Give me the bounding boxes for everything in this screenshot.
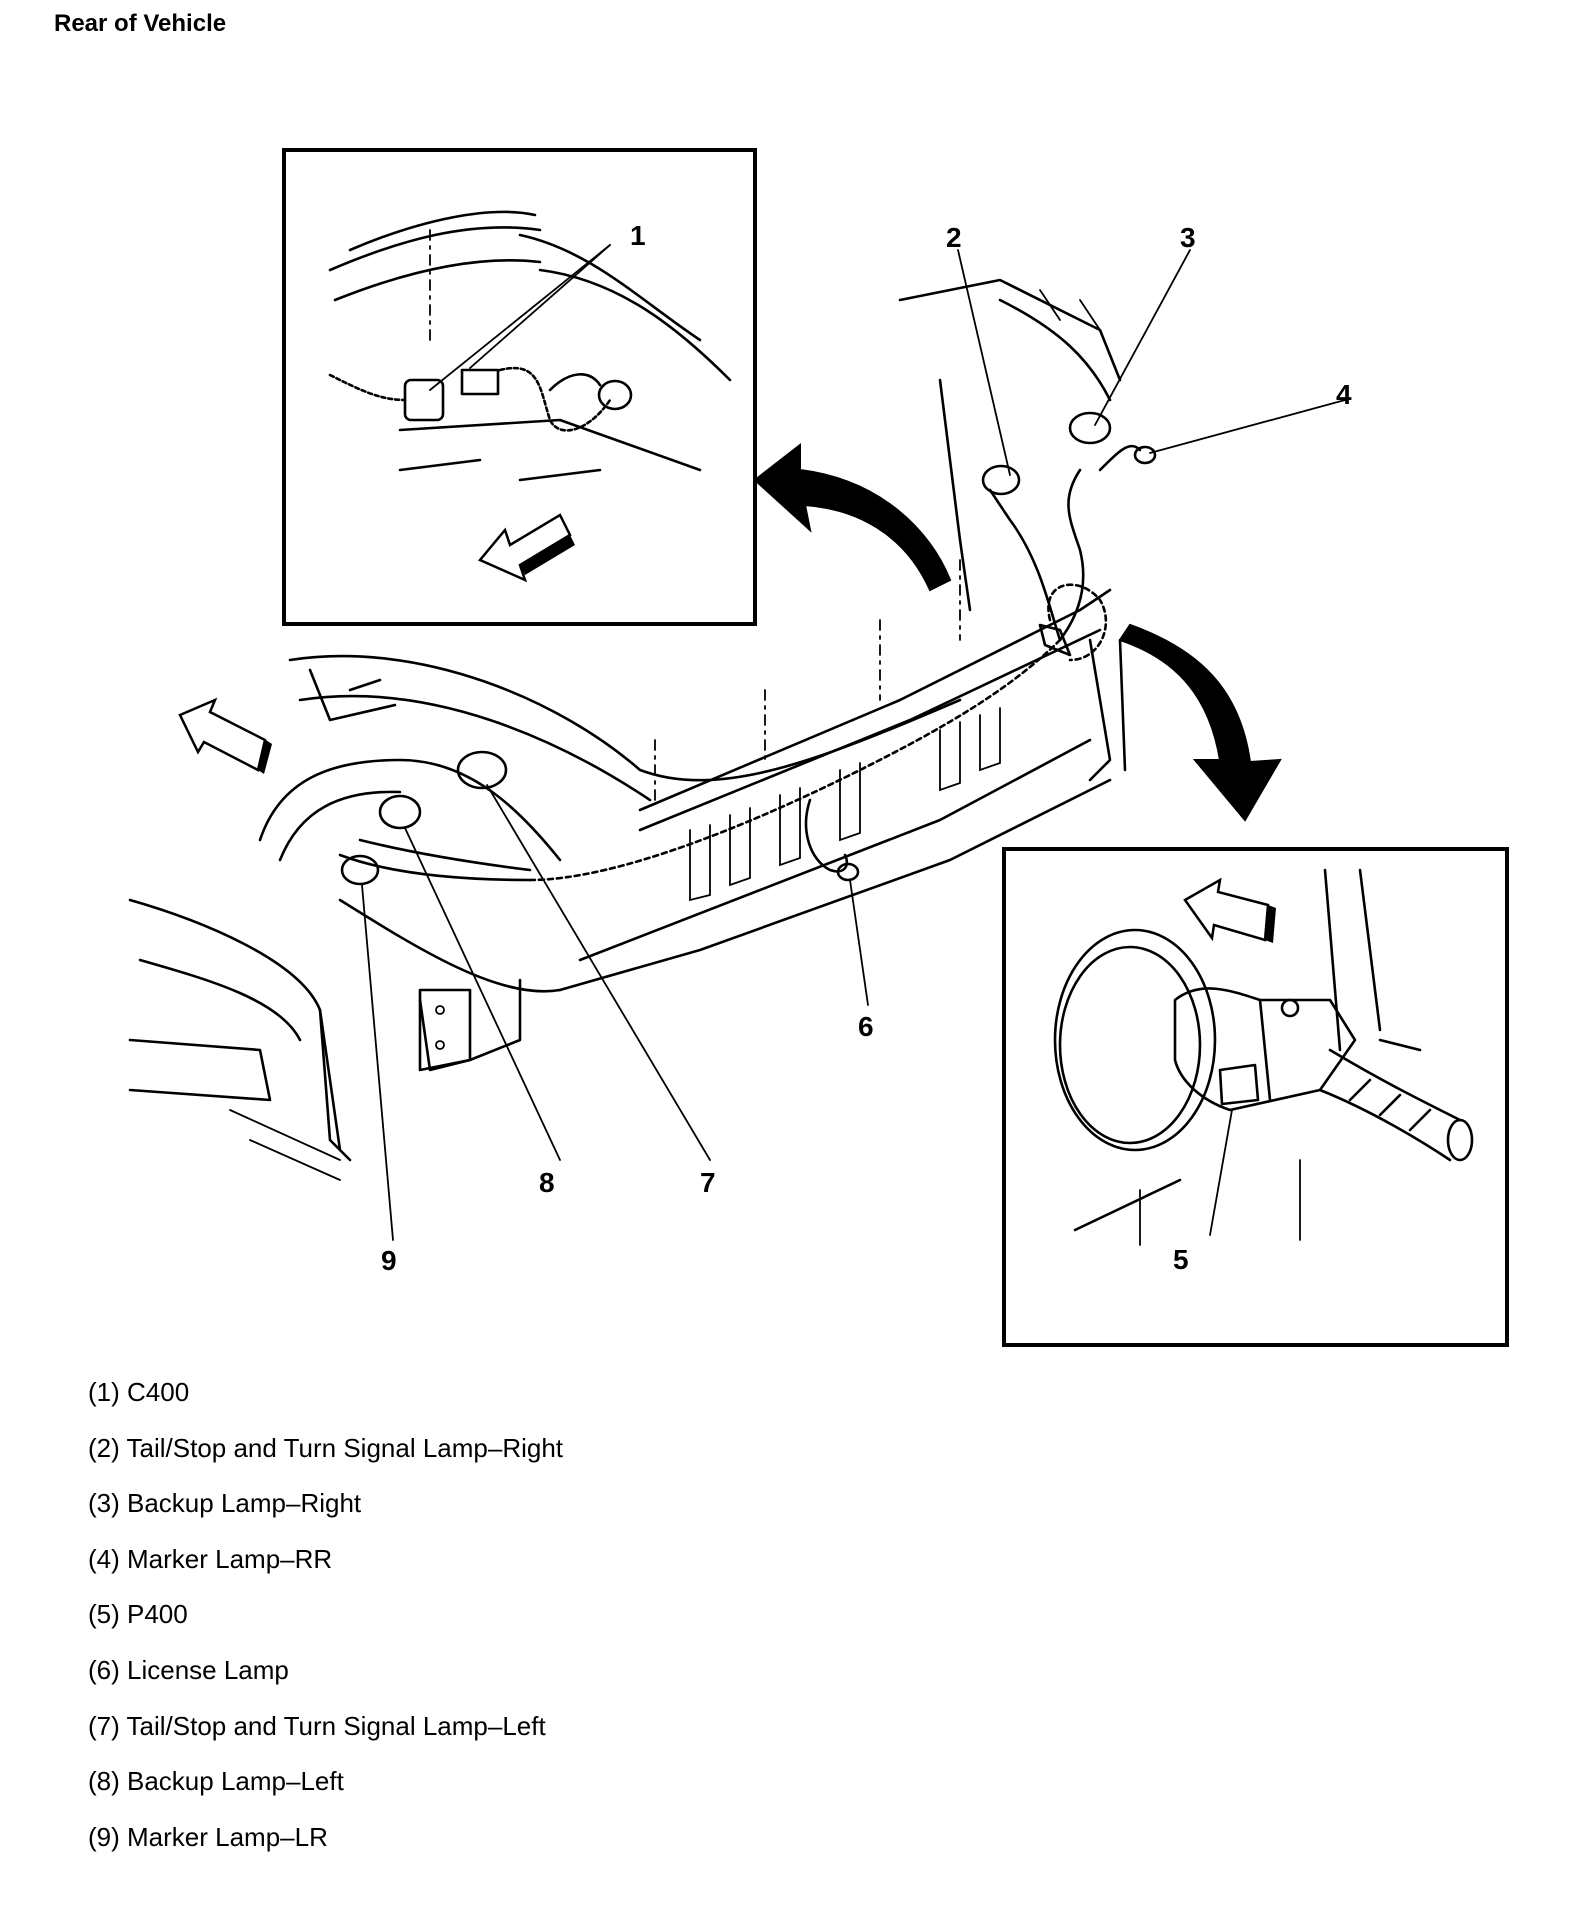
backup-lamp-left-socket [378,794,422,830]
callout-6: 6 [858,1011,874,1042]
tail-lamp-left-socket [456,750,508,790]
legend-item: (5) P400 [88,1599,188,1630]
forward-arrow-main [178,697,272,774]
wiring-diagram: 1 2 3 4 5 6 7 8 9 [128,148,1509,1347]
page-title: Rear of Vehicle [54,10,227,37]
callout-7: 7 [700,1167,716,1198]
callout-2: 2 [946,222,962,253]
legend-item: (8) Backup Lamp–Left [88,1766,344,1797]
legend-item: (1) C400 [88,1377,190,1407]
callout-8: 8 [539,1167,555,1198]
lamp-sockets [340,411,1157,886]
marker-lamp-rr-socket [1133,445,1157,465]
legend-item: (9) Marker Lamp–LR [88,1821,328,1852]
backup-lamp-right-socket [1068,411,1112,445]
diagram-svg: 1 2 3 4 5 6 7 8 9 [128,148,1509,1347]
rear-body-drawing [128,278,1127,1181]
component-legend: (1) C400 (2) Tail/Stop and Turn Signal L… [88,1372,563,1872]
legend-item: (3) Backup Lamp–Right [88,1488,362,1519]
callout-3: 3 [1180,222,1196,253]
callout-leaders [361,249,1346,1241]
inset-c400 [282,148,757,626]
direction-arrows [178,442,1282,822]
callout-9: 9 [381,1245,397,1276]
callout-4: 4 [1336,379,1352,410]
marker-lamp-lr-socket [340,854,380,886]
legend-item: (7) Tail/Stop and Turn Signal Lamp–Left [88,1710,546,1741]
legend-item: (4) Marker Lamp–RR [88,1543,333,1574]
legend-item: (6) License Lamp [88,1654,289,1685]
tail-lamp-right-socket [981,464,1021,496]
callout-5: 5 [1173,1244,1189,1275]
callout-1: 1 [630,220,646,251]
legend-item: (2) Tail/Stop and Turn Signal Lamp–Right [88,1432,564,1463]
license-lamp-socket [836,862,860,882]
inset-p400 [1002,847,1509,1347]
